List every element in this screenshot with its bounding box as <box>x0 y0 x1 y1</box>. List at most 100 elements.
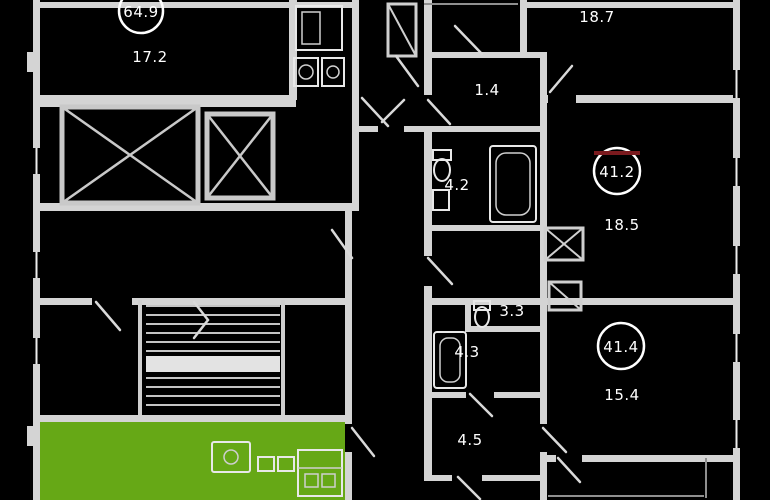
kitchen-stove <box>277 456 295 472</box>
kitchen-counter <box>297 449 343 497</box>
door-gaps <box>92 95 582 481</box>
elevator-cross <box>206 113 274 199</box>
red-accent-line <box>594 151 640 155</box>
elevator-block <box>59 104 276 206</box>
washing-machine <box>321 57 345 87</box>
vent-shaft-cross <box>548 281 582 311</box>
vent-shaft-cross <box>544 227 584 261</box>
wall-segment <box>424 126 540 132</box>
room-area-label: 15.4 <box>604 386 639 404</box>
wall-segment <box>27 52 33 72</box>
door-swing <box>453 24 484 56</box>
stair-direction-mark <box>192 300 210 340</box>
wall-segment <box>465 298 471 332</box>
unit-badges[interactable]: 64.9 41.2 41.4 <box>117 0 646 371</box>
room-area-label: 18.7 <box>579 8 614 26</box>
wall-segment <box>547 455 740 462</box>
room-labels: 17.2 18.7 1.4 4.2 18.5 3.3 4.3 4.5 15.4 <box>132 8 639 449</box>
unit-area-badge[interactable]: 41.2 <box>592 146 642 196</box>
vent-shaft <box>543 226 585 262</box>
unit-badge-circle <box>592 146 642 196</box>
door-gap <box>378 126 404 132</box>
vent-shaft <box>386 2 418 58</box>
elevator-cross <box>61 105 199 205</box>
door-swing <box>360 96 390 128</box>
toilet <box>474 306 490 328</box>
unit-area-value: 64.9 <box>123 3 158 21</box>
wall-segment <box>424 126 432 300</box>
wall-segment <box>465 326 547 332</box>
wall-segment <box>540 95 548 103</box>
bathtub <box>433 331 467 389</box>
door-swing <box>350 426 376 458</box>
wall-segment <box>430 52 547 58</box>
door-gap <box>424 256 432 286</box>
door-swing <box>380 98 406 124</box>
washing-machine-drum <box>326 65 340 79</box>
room-area-label: 17.2 <box>132 48 167 66</box>
toilet <box>473 300 491 311</box>
room-area-label: 4.3 <box>454 343 479 361</box>
room-area-label: 1.4 <box>474 81 499 99</box>
unit-area-badge[interactable]: 41.4 <box>596 321 646 371</box>
wall-segment <box>424 225 540 231</box>
wall-segment <box>520 2 740 8</box>
room-area-label: 4.5 <box>457 431 482 449</box>
door-swing <box>330 228 354 260</box>
elevator-shaft <box>59 104 201 206</box>
unit-area-value: 41.2 <box>599 163 634 181</box>
wall-segment <box>33 203 352 211</box>
door-gap <box>452 475 482 481</box>
unit-area-value: 41.4 <box>603 338 638 356</box>
bathtub <box>439 337 461 383</box>
washing-machine <box>293 57 319 87</box>
wall-segment <box>289 0 297 100</box>
door-gap <box>556 455 582 462</box>
wall-segment <box>540 52 547 500</box>
door-swing <box>426 256 454 286</box>
highlighted-unit-room[interactable] <box>40 422 345 500</box>
door-swing <box>468 392 494 418</box>
door-gap <box>466 392 494 398</box>
door-swing <box>394 54 420 88</box>
elevator-shaft <box>204 111 276 201</box>
windows <box>33 70 740 448</box>
door-swing <box>426 98 452 126</box>
wall-segment <box>424 0 432 95</box>
unit-badge-circle <box>596 321 646 371</box>
bathtub <box>495 152 531 216</box>
utility-cabinet <box>295 5 343 51</box>
kitchen-stove <box>257 456 275 472</box>
wall-segment <box>33 95 296 107</box>
wall-segment <box>576 95 740 103</box>
door-swing <box>456 475 482 500</box>
wall-segment <box>33 415 352 422</box>
utility-cabinet <box>301 11 321 45</box>
fixtures <box>293 5 537 389</box>
kitchen-fixtures <box>211 441 343 497</box>
doors <box>94 24 582 500</box>
balcony-rails <box>424 3 707 498</box>
room-area-label: 3.3 <box>499 302 524 320</box>
door-swing <box>548 64 574 94</box>
room-area-label: 4.2 <box>444 176 469 194</box>
door-swing <box>556 456 582 484</box>
kitchen-sink <box>211 441 251 473</box>
vent-shaft <box>547 280 583 312</box>
wall-segment <box>520 0 527 55</box>
wall-segment <box>345 203 352 500</box>
washing-machine-drum <box>298 64 314 80</box>
wall-segment <box>33 0 40 500</box>
unit-area-badge[interactable]: 64.9 <box>117 0 165 35</box>
door-gap <box>540 424 547 452</box>
vent-shaft-cross <box>387 3 417 57</box>
staircase <box>138 300 285 415</box>
door-swing <box>94 300 122 332</box>
kitchen-counter <box>321 473 336 488</box>
wall-segment <box>33 298 348 305</box>
kitchen-counter <box>304 473 319 488</box>
bathtub <box>489 145 537 223</box>
wall-segment <box>424 300 432 478</box>
door-swing <box>541 426 568 454</box>
